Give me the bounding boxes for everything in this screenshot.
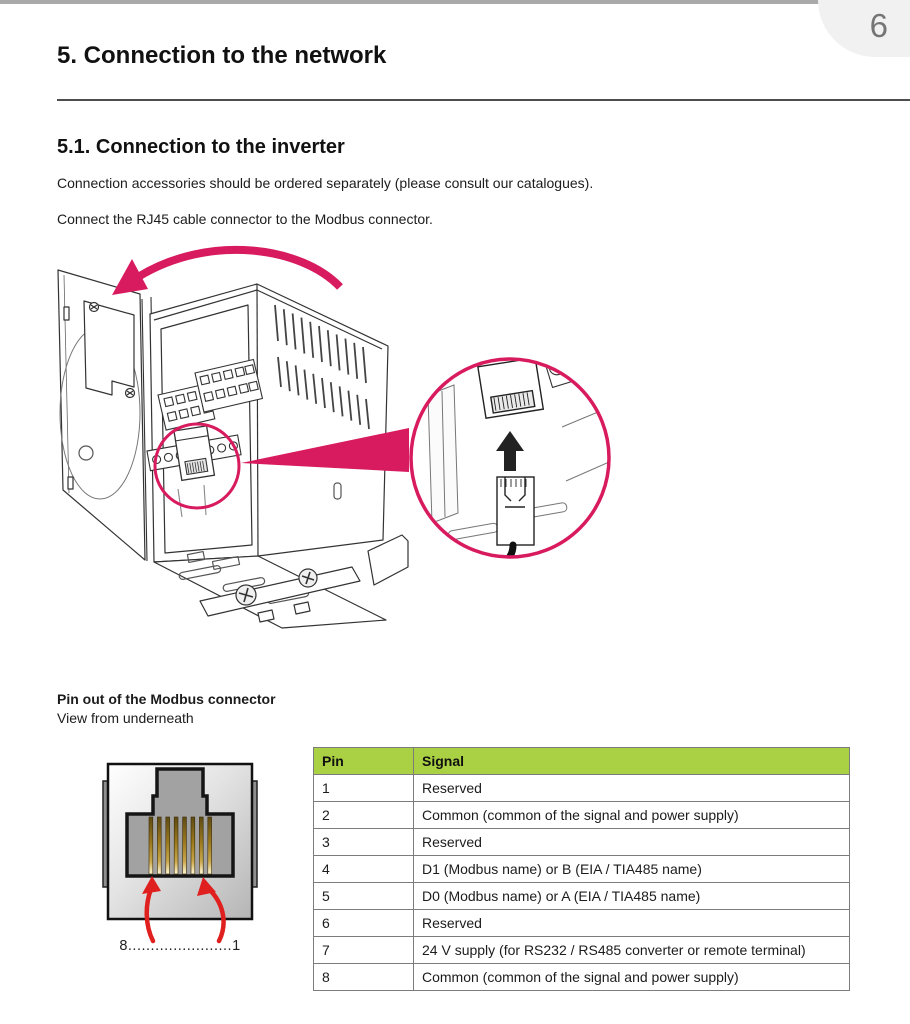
inverter-door [57,269,146,561]
pink-highlight-circle [153,422,241,510]
bottom-plate [153,534,409,629]
rj45-front-view [102,762,258,944]
page-number: 6 [869,7,888,44]
pinout-subheading: View from underneath [57,710,194,726]
signal-cell: D0 (Modbus name) or A (EIA / TIA485 name… [413,882,850,910]
section-title: 5.1. Connection to the inverter [57,136,345,158]
red-pin8-arrow-icon [142,876,161,944]
pin-cell: 6 [313,909,414,937]
pin-cell: 1 [313,774,414,802]
pin-cell: 3 [313,828,414,856]
pin-numbering-label: 8.......................1 [119,938,241,954]
terminal-blocks [146,358,264,518]
section-paragraph: Connection accessories should be ordered… [57,175,594,191]
pin-contacts [148,816,212,875]
signal-cell: Reserved [413,774,850,802]
signal-cell: Common (common of the signal and power s… [413,963,850,991]
pin-column-header: Pin [313,747,414,775]
rj45-socket [475,359,545,420]
pinout-heading: Pin out of the Modbus connector [57,691,276,707]
signal-column-header: Signal [413,747,850,775]
inverter-connection-diagram [57,245,611,629]
signal-cell: Reserved [413,828,850,856]
signal-cell: D1 (Modbus name) or B (EIA / TIA485 name… [413,855,850,883]
rj45-plug [490,476,535,557]
table-header-row: Pin Signal [313,747,850,775]
signal-cell: Reserved [413,909,850,937]
signal-cell: 24 V supply (for RS232 / RS485 converter… [413,936,850,964]
section-paragraph: Connect the RJ45 cable connector to the … [57,211,433,227]
page-number-badge: 6 [818,0,910,57]
curved-rotate-arrow-icon [112,245,343,295]
zoom-detail-circle-border [409,357,611,559]
horizontal-rule [57,99,910,101]
pin-cell: 5 [313,882,414,910]
vent-slots [274,304,370,430]
red-pin1-arrow-icon [197,877,226,944]
pin-cell: 4 [313,855,414,883]
pin-cell: 8 [313,963,414,991]
signal-cell: Common (common of the signal and power s… [413,801,850,829]
rj45-socket-opening [125,767,235,878]
modbus-connector [173,425,216,482]
black-up-arrow-icon [496,431,524,471]
page-title: 5. Connection to the network [57,42,387,69]
pin-cell: 2 [313,801,414,829]
top-accent-bar [0,0,820,4]
pin-cell: 7 [313,936,414,964]
callout-wedge [241,428,409,472]
